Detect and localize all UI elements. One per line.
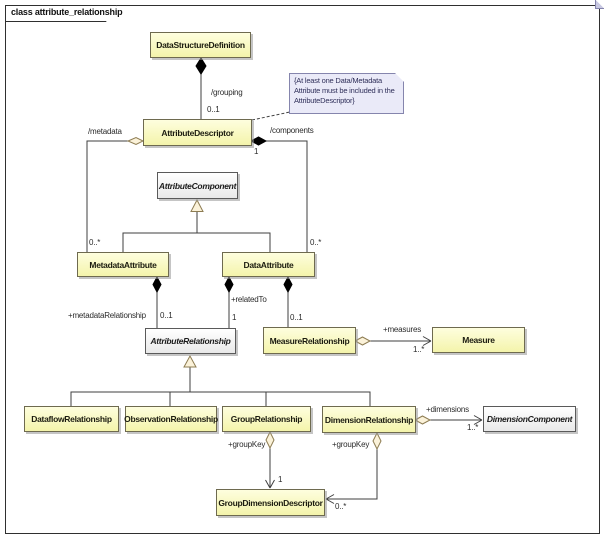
class-dimension-relationship[interactable]: DimensionRelationship — [322, 406, 416, 433]
role-label-metadata-relationship: +metadataRelationship — [68, 311, 146, 320]
class-label: GroupDimensionDescriptor — [218, 497, 323, 508]
class-data-attribute[interactable]: DataAttribute — [222, 252, 315, 277]
role-label-components: /components — [270, 126, 314, 135]
edge-note-anchor — [251, 111, 291, 121]
class-label: Measure — [462, 335, 495, 345]
class-measure-relationship[interactable]: MeasureRelationship — [263, 327, 356, 354]
class-label: DimensionRelationship — [324, 414, 414, 425]
edge-metadata-aggregation — [86, 136, 145, 252]
note-text: {At least one Data/Metadata Attribute mu… — [294, 76, 395, 105]
role-label-group-key-right: +groupKey — [332, 440, 370, 449]
note-fold-corner-icon — [595, 0, 604, 9]
edge-measures-aggregation — [353, 336, 432, 346]
class-label: DataflowRelationship — [31, 414, 112, 424]
edge-related-to-composition — [224, 275, 234, 328]
class-attribute-relationship[interactable]: AttributeRelationship — [145, 328, 236, 354]
edge-metadata-relationship-composition — [152, 275, 162, 328]
edge-grouping-composition — [195, 57, 207, 119]
cardinality-measures: 1..* — [413, 345, 425, 354]
role-label-measures: +measures — [383, 325, 421, 334]
class-dimension-component[interactable]: DimensionComponent — [483, 406, 576, 432]
class-label: MeasureRelationship — [269, 335, 350, 346]
role-label-grouping: /grouping — [211, 88, 243, 97]
edge-measure-relationship-composition — [283, 275, 293, 327]
role-label-dimensions: +dimensions — [426, 405, 469, 414]
role-label-metadata: /metadata — [88, 127, 122, 136]
class-dataflow-relationship[interactable]: DataflowRelationship — [24, 406, 119, 432]
role-label-group-key-left: +groupKey — [228, 440, 266, 449]
cardinality-metadata: 0..* — [89, 238, 101, 247]
cardinality-measure-relationship: 0..1 — [290, 313, 303, 322]
edge-components-composition — [249, 136, 308, 252]
class-label: DimensionComponent — [486, 414, 573, 424]
role-label-related-to: +relatedTo — [231, 295, 267, 304]
class-group-dimension-descriptor[interactable]: GroupDimensionDescriptor — [216, 489, 325, 516]
cardinality-grouping: 0..1 — [207, 105, 220, 114]
class-label: DataStructureDefinition — [156, 40, 245, 50]
cardinality-data-attribute: 0..* — [310, 238, 322, 247]
class-label: AttributeRelationship — [150, 336, 231, 346]
class-attribute-component[interactable]: AttributeComponent — [157, 172, 238, 199]
cardinality-related-to: 1 — [232, 313, 237, 322]
diagram-title: class attribute_relationship — [11, 7, 123, 17]
class-label: DataAttribute — [243, 259, 294, 270]
edge-group-key-left-aggregation — [265, 430, 275, 489]
edge-group-key-right-aggregation — [325, 431, 382, 504]
class-metadata-attribute[interactable]: MetadataAttribute — [77, 252, 169, 277]
class-data-structure-definition[interactable]: DataStructureDefinition — [150, 32, 251, 58]
class-measure[interactable]: Measure — [432, 327, 525, 353]
cardinality-group-dimension: 0..* — [335, 502, 347, 511]
class-group-relationship[interactable]: GroupRelationship — [222, 406, 311, 432]
uml-note[interactable]: {At least one Data/Metadata Attribute mu… — [289, 73, 404, 114]
class-label: ObservationRelationship — [124, 414, 218, 424]
cardinality-dimensions: 1..* — [467, 423, 479, 432]
class-label: GroupRelationship — [230, 414, 303, 424]
cardinality-group-key-left: 1 — [278, 475, 283, 484]
class-attribute-descriptor[interactable]: AttributeDescriptor — [143, 119, 252, 146]
edge-generalization-attribute-relationship — [70, 354, 371, 406]
class-label: AttributeDescriptor — [161, 127, 234, 138]
cardinality-metadata-relationship: 0..1 — [160, 311, 173, 320]
edge-dimensions-aggregation — [413, 415, 483, 425]
edge-generalization-attribute-component — [122, 198, 271, 252]
class-label: AttributeComponent — [158, 180, 237, 191]
class-observation-relationship[interactable]: ObservationRelationship — [124, 406, 218, 432]
cardinality-components: 1 — [254, 147, 259, 156]
class-label: MetadataAttribute — [89, 259, 157, 270]
